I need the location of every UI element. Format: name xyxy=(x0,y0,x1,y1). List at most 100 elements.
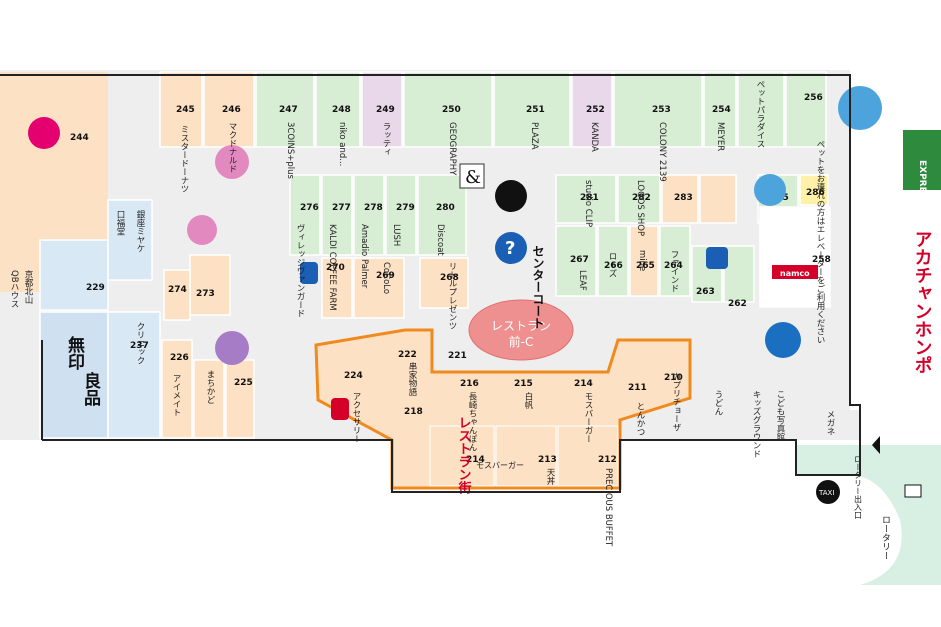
entrance-arrow-icon xyxy=(872,436,880,454)
shop-226-name: アイメイト xyxy=(171,374,181,417)
shop-249[interactable] xyxy=(361,71,403,148)
highlight-line1: レストラン xyxy=(491,319,551,333)
shop-283[interactable] xyxy=(661,174,699,224)
shop-208-name: カプリチョーザ xyxy=(671,372,681,432)
shop-273[interactable] xyxy=(189,254,231,316)
shop-277[interactable] xyxy=(289,174,321,256)
shop-210-num: 212 xyxy=(598,455,617,465)
shop-230-233[interactable] xyxy=(107,199,153,281)
shop-256-num: 256 xyxy=(804,93,823,103)
shop-264-num: 266 xyxy=(604,261,623,271)
shop-258[interactable] xyxy=(759,206,831,308)
elevator-c-icon[interactable] xyxy=(215,331,249,365)
pet-notice: ペットをお連れの方はエレベーターをご利用ください xyxy=(815,140,825,344)
taxi-label: TAXI xyxy=(818,489,834,497)
shop-213-num: 214 xyxy=(574,379,593,389)
shop-230-name: 口福堂 xyxy=(115,210,125,236)
shop-245[interactable] xyxy=(159,71,203,148)
shop-247[interactable] xyxy=(255,71,315,148)
shop-266-num: 268 xyxy=(440,273,459,283)
elevator-d-icon[interactable] xyxy=(754,174,786,206)
shop-226[interactable] xyxy=(161,339,193,439)
shop-214-name: 白帆 xyxy=(523,391,533,410)
ampersand-glyph: & xyxy=(465,167,481,188)
shop-268[interactable] xyxy=(321,257,353,319)
shop-253-name: COLONY 2139 xyxy=(657,122,667,182)
shop-252-num: 252 xyxy=(586,105,605,115)
shop-267-num: 269 xyxy=(376,271,395,281)
shop-222-num: 224 xyxy=(344,371,363,381)
shop-278[interactable] xyxy=(353,174,385,256)
shop-246[interactable] xyxy=(203,71,255,148)
shop-282[interactable] xyxy=(617,174,661,224)
shop-265-name: LEAF xyxy=(577,270,587,291)
shop-212-num: 214 xyxy=(466,455,485,465)
shop-248[interactable] xyxy=(315,71,361,148)
shop-210[interactable] xyxy=(557,425,619,487)
shop-266[interactable] xyxy=(419,257,469,309)
shop-247-name: 3COINS+plus xyxy=(285,122,295,180)
elevator-d-main-icon[interactable] xyxy=(838,86,882,130)
shop-276[interactable] xyxy=(321,174,353,256)
shop-260[interactable] xyxy=(723,245,755,303)
shop-263[interactable] xyxy=(629,225,659,297)
shop-225-name: まちかど xyxy=(205,370,215,404)
shop-225[interactable] xyxy=(193,359,225,439)
muji-label-2: 良品 xyxy=(80,371,100,407)
shop-286[interactable] xyxy=(799,174,829,206)
shop-262-num: 264 xyxy=(664,261,683,271)
shop-211[interactable] xyxy=(495,425,557,487)
shop-268-num: 270 xyxy=(326,263,345,273)
shop-282-num: 282 xyxy=(632,193,651,203)
shop-274[interactable] xyxy=(163,269,191,321)
shop-281[interactable] xyxy=(555,174,617,224)
shop-221-num: 222 xyxy=(398,350,417,360)
shop-224[interactable] xyxy=(225,359,255,439)
shop-279[interactable] xyxy=(385,174,417,256)
shop-264-name: ローズ xyxy=(607,252,617,278)
shop-245-name: ミスタードーナツ xyxy=(179,125,189,193)
info-question-mark: ? xyxy=(505,238,515,259)
shop-225-num: 225 xyxy=(234,378,253,388)
shop-261-num: 263 xyxy=(696,287,715,297)
shop-221-name: 串家物語 xyxy=(407,362,417,397)
akachan-honpo-label: アカチャンホンポ xyxy=(912,230,933,374)
rotary-label: ロータリー xyxy=(880,515,891,560)
shop-212-name: モスバーガー xyxy=(476,460,524,470)
shop-209-num: 211 xyxy=(628,383,647,393)
restaurant-front-c-marker[interactable] xyxy=(468,299,574,361)
elevator-a-icon[interactable] xyxy=(215,145,249,179)
shop-255[interactable] xyxy=(737,71,785,148)
express-sign xyxy=(903,130,941,190)
shop-254[interactable] xyxy=(703,71,737,148)
shop-284[interactable] xyxy=(699,174,737,224)
lopia-logo-icon xyxy=(28,117,60,149)
shop-280-num: 280 xyxy=(436,203,455,213)
elevator-e-icon[interactable] xyxy=(765,322,801,358)
shop-244-num: 244 xyxy=(70,133,89,143)
shop-255-name: ペットパラダイス xyxy=(755,80,765,148)
rotary-entrance-label: ロータリー出入口 xyxy=(854,455,863,519)
shop-267[interactable] xyxy=(353,257,405,319)
shop-250[interactable] xyxy=(403,71,493,148)
shop-251-name: PLAZA xyxy=(529,122,539,150)
shop-249-name: ラッティ xyxy=(381,122,391,156)
shop-227[interactable] xyxy=(107,311,161,439)
shop-252[interactable] xyxy=(571,71,613,148)
shop-265[interactable] xyxy=(555,225,597,297)
shop-226-num: 226 xyxy=(170,353,189,363)
shop-253[interactable] xyxy=(613,71,703,148)
shop-280-name: Discoat xyxy=(435,224,445,256)
shop-264[interactable] xyxy=(597,225,629,297)
shop-228[interactable] xyxy=(39,311,109,439)
shop-251[interactable] xyxy=(493,71,571,148)
shop-266-name: リトルプレゼンツ xyxy=(447,262,457,330)
shop-212[interactable] xyxy=(429,425,495,487)
elevator-b-icon[interactable] xyxy=(187,215,217,245)
shop-262[interactable] xyxy=(659,225,691,297)
shop-256[interactable] xyxy=(785,71,827,148)
shop-229-num: 229 xyxy=(86,283,105,293)
shop-229[interactable] xyxy=(39,239,109,311)
shop-280[interactable] xyxy=(417,174,467,256)
shop-250-num: 250 xyxy=(442,105,461,115)
